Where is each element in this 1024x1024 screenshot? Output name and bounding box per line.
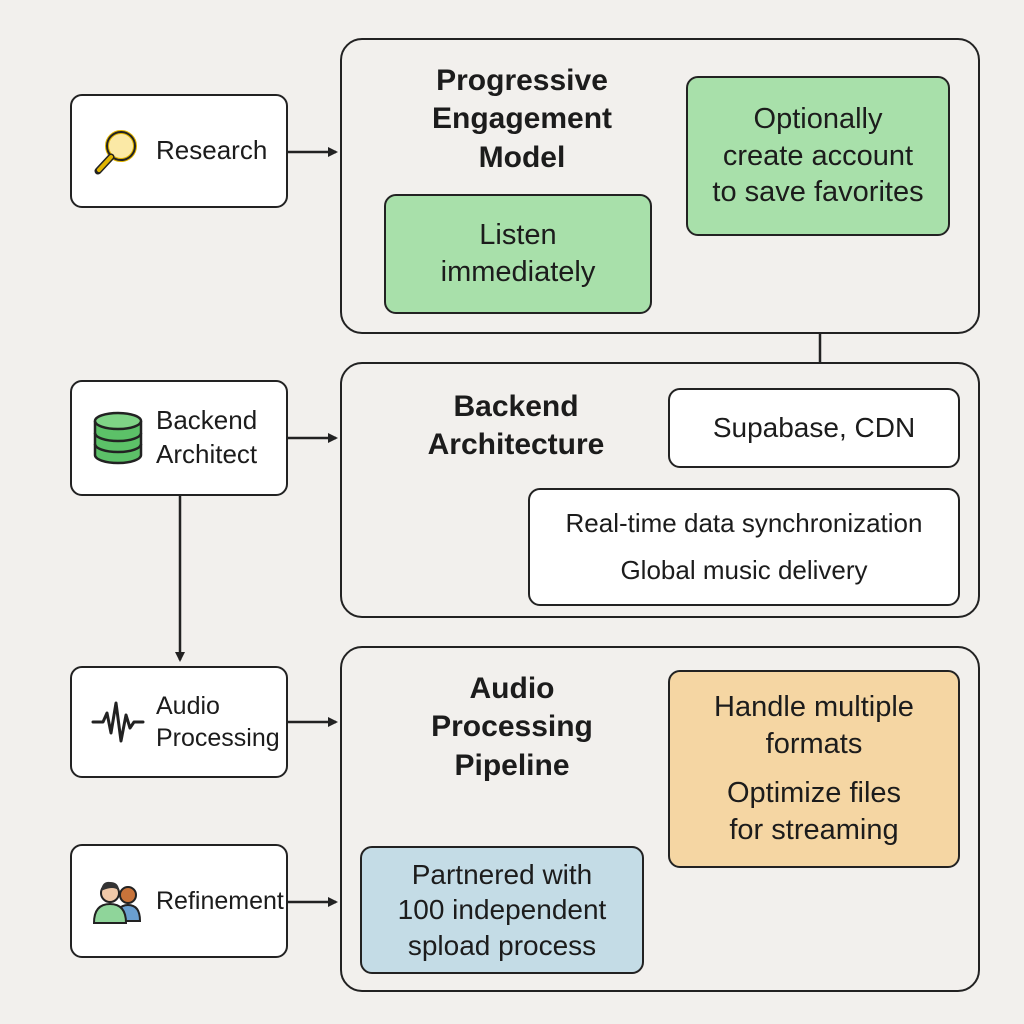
card-listen-immediately[interactable]: Listen immediately bbox=[384, 194, 652, 314]
panel-engagement-title: Progressive Engagement Model bbox=[431, 64, 613, 174]
role-backend-architect-label: Backend Architect bbox=[156, 405, 258, 469]
role-refinement-label: Refinement bbox=[156, 886, 284, 915]
card-supabase-cdn[interactable]: Supabase, CDN bbox=[668, 388, 960, 468]
card-backend-features[interactable]: Real-time data synchronization Global mu… bbox=[528, 488, 960, 606]
card-optional-account[interactable]: Optionally create account to save favori… bbox=[686, 76, 950, 236]
card-audio-formats[interactable]: Handle multiple formats Optimize files f… bbox=[668, 670, 960, 868]
waveform-icon bbox=[90, 694, 146, 750]
formats-handle-multiple: Handle multiple formats bbox=[714, 691, 914, 761]
role-audio-processing[interactable]: Audio Processing bbox=[70, 666, 288, 778]
database-icon bbox=[90, 410, 146, 466]
feature-global-delivery: Global music delivery bbox=[620, 555, 868, 585]
card-partnered-upload[interactable]: Partnered with 100 independent spload pr… bbox=[360, 846, 644, 974]
role-research-label: Research bbox=[156, 135, 268, 166]
feature-realtime-sync: Real-time data synchronization bbox=[565, 507, 923, 538]
formats-optimize-streaming: Optimize files for streaming bbox=[726, 777, 902, 846]
role-audio-processing-label: Audio Processing bbox=[156, 691, 280, 753]
panel-backend-title: Backend Architecture bbox=[427, 390, 605, 462]
panel-audio-title: Audio Processing Pipeline bbox=[431, 672, 593, 782]
role-backend-architect[interactable]: Backend Architect bbox=[70, 380, 288, 496]
role-refinement[interactable]: Refinement bbox=[70, 844, 288, 958]
people-icon bbox=[90, 873, 146, 929]
magnifier-icon bbox=[90, 123, 146, 179]
role-research[interactable]: Research bbox=[70, 94, 288, 208]
